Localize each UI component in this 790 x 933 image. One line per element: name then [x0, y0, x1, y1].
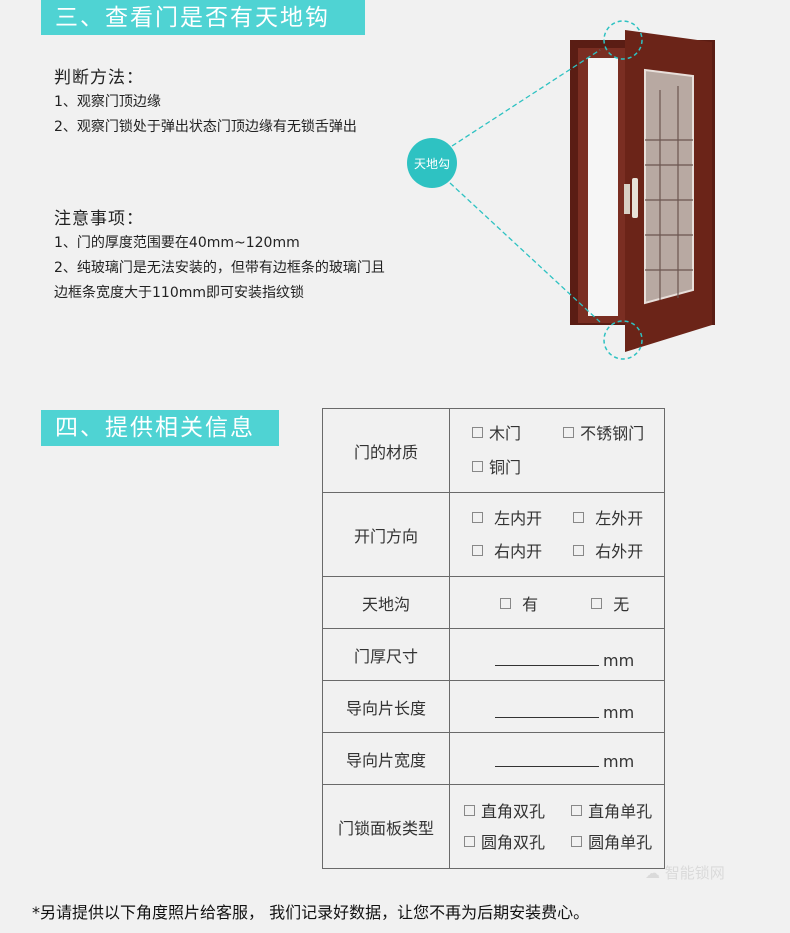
checkbox-icon[interactable] [573, 544, 585, 556]
option-yes[interactable]: 有 [500, 591, 586, 615]
option-round-single[interactable]: 圆角单孔 [571, 827, 652, 858]
method-item: 1、观察门顶边缘 [54, 94, 161, 110]
checkbox-icon[interactable] [591, 597, 603, 609]
option-wood[interactable]: 木门 [472, 417, 558, 451]
method-block: 判断方法： 1、观察门顶边缘 2、观察门锁处于弹出状态门顶边缘有无锁舌弹出 [54, 66, 357, 140]
section-3-heading: 三、查看门是否有天地钩 [41, 0, 365, 35]
watermark: ☁ 智能锁网 [645, 864, 725, 882]
checkbox-icon[interactable] [571, 804, 583, 816]
option-no[interactable]: 无 [591, 591, 629, 615]
row-label: 导向片长度 [322, 680, 450, 733]
tiandigou-badge: 天地勾 [407, 138, 457, 188]
row-label: 天地沟 [322, 576, 450, 629]
table-row: 门的材质 木门 不锈钢门 铜门 [322, 408, 665, 493]
checkbox-icon[interactable] [500, 597, 511, 609]
checkbox-icon[interactable] [472, 544, 483, 556]
row-label: 门的材质 [322, 408, 450, 493]
notes-title: 注意事项： [54, 209, 144, 229]
option-round-double[interactable]: 圆角双孔 [464, 827, 566, 858]
notes-item: 1、门的厚度范围要在40mm~120mm [54, 235, 300, 251]
table-row: 导向片长度 mm [322, 680, 665, 733]
option-right-in[interactable]: 右内开 [472, 535, 568, 568]
guide-width-input[interactable] [495, 766, 599, 767]
checkbox-icon[interactable] [464, 835, 475, 847]
checkbox-icon[interactable] [571, 835, 583, 847]
checkbox-icon[interactable] [472, 426, 483, 438]
option-right-out[interactable]: 右外开 [573, 535, 643, 568]
row-label: 导向片宽度 [322, 732, 450, 785]
notes-block: 注意事项： 1、门的厚度范围要在40mm~120mm 2、纯玻璃门是无法安装的，… [54, 207, 385, 306]
door-thickness-input[interactable] [495, 665, 599, 666]
footnote: *另请提供以下角度照片给客服， 我们记录好数据，让您不再为后期安装费心。 [32, 903, 590, 922]
checkbox-icon[interactable] [573, 511, 585, 523]
row-label: 门厚尺寸 [322, 628, 450, 681]
checkbox-icon[interactable] [472, 460, 483, 472]
option-copper[interactable]: 铜门 [472, 451, 521, 485]
guide-length-input[interactable] [495, 717, 599, 718]
table-row: 导向片宽度 mm [322, 732, 665, 785]
table-row: 门厚尺寸 mm [322, 628, 665, 681]
method-item: 2、观察门锁处于弹出状态门顶边缘有无锁舌弹出 [54, 119, 357, 135]
row-label: 开门方向 [322, 492, 450, 577]
option-left-in[interactable]: 左内开 [472, 502, 568, 535]
cloud-icon: ☁ [645, 864, 660, 882]
option-square-double[interactable]: 直角双孔 [464, 796, 566, 827]
section-4-heading: 四、提供相关信息 [41, 410, 279, 446]
checkbox-icon[interactable] [563, 426, 575, 438]
notes-item: 边框条宽度大于110mm即可安装指纹锁 [54, 285, 304, 301]
notes-item: 2、纯玻璃门是无法安装的，但带有边框条的玻璃门且 [54, 260, 385, 276]
table-row: 门锁面板类型 直角双孔 直角单孔 圆角双孔 圆角单孔 [322, 784, 665, 869]
info-form-table: 门的材质 木门 不锈钢门 铜门 开门方向 左内开 左外开 右内开 右外开 天地沟… [322, 408, 665, 869]
option-stainless[interactable]: 不锈钢门 [563, 417, 644, 451]
option-left-out[interactable]: 左外开 [573, 502, 643, 535]
row-label: 门锁面板类型 [322, 784, 450, 869]
option-square-single[interactable]: 直角单孔 [571, 796, 652, 827]
method-title: 判断方法： [54, 68, 144, 88]
checkbox-icon[interactable] [472, 511, 483, 523]
table-row: 开门方向 左内开 左外开 右内开 右外开 [322, 492, 665, 577]
table-row: 天地沟 有 无 [322, 576, 665, 629]
checkbox-icon[interactable] [464, 804, 475, 816]
door-illustration [449, 20, 715, 360]
